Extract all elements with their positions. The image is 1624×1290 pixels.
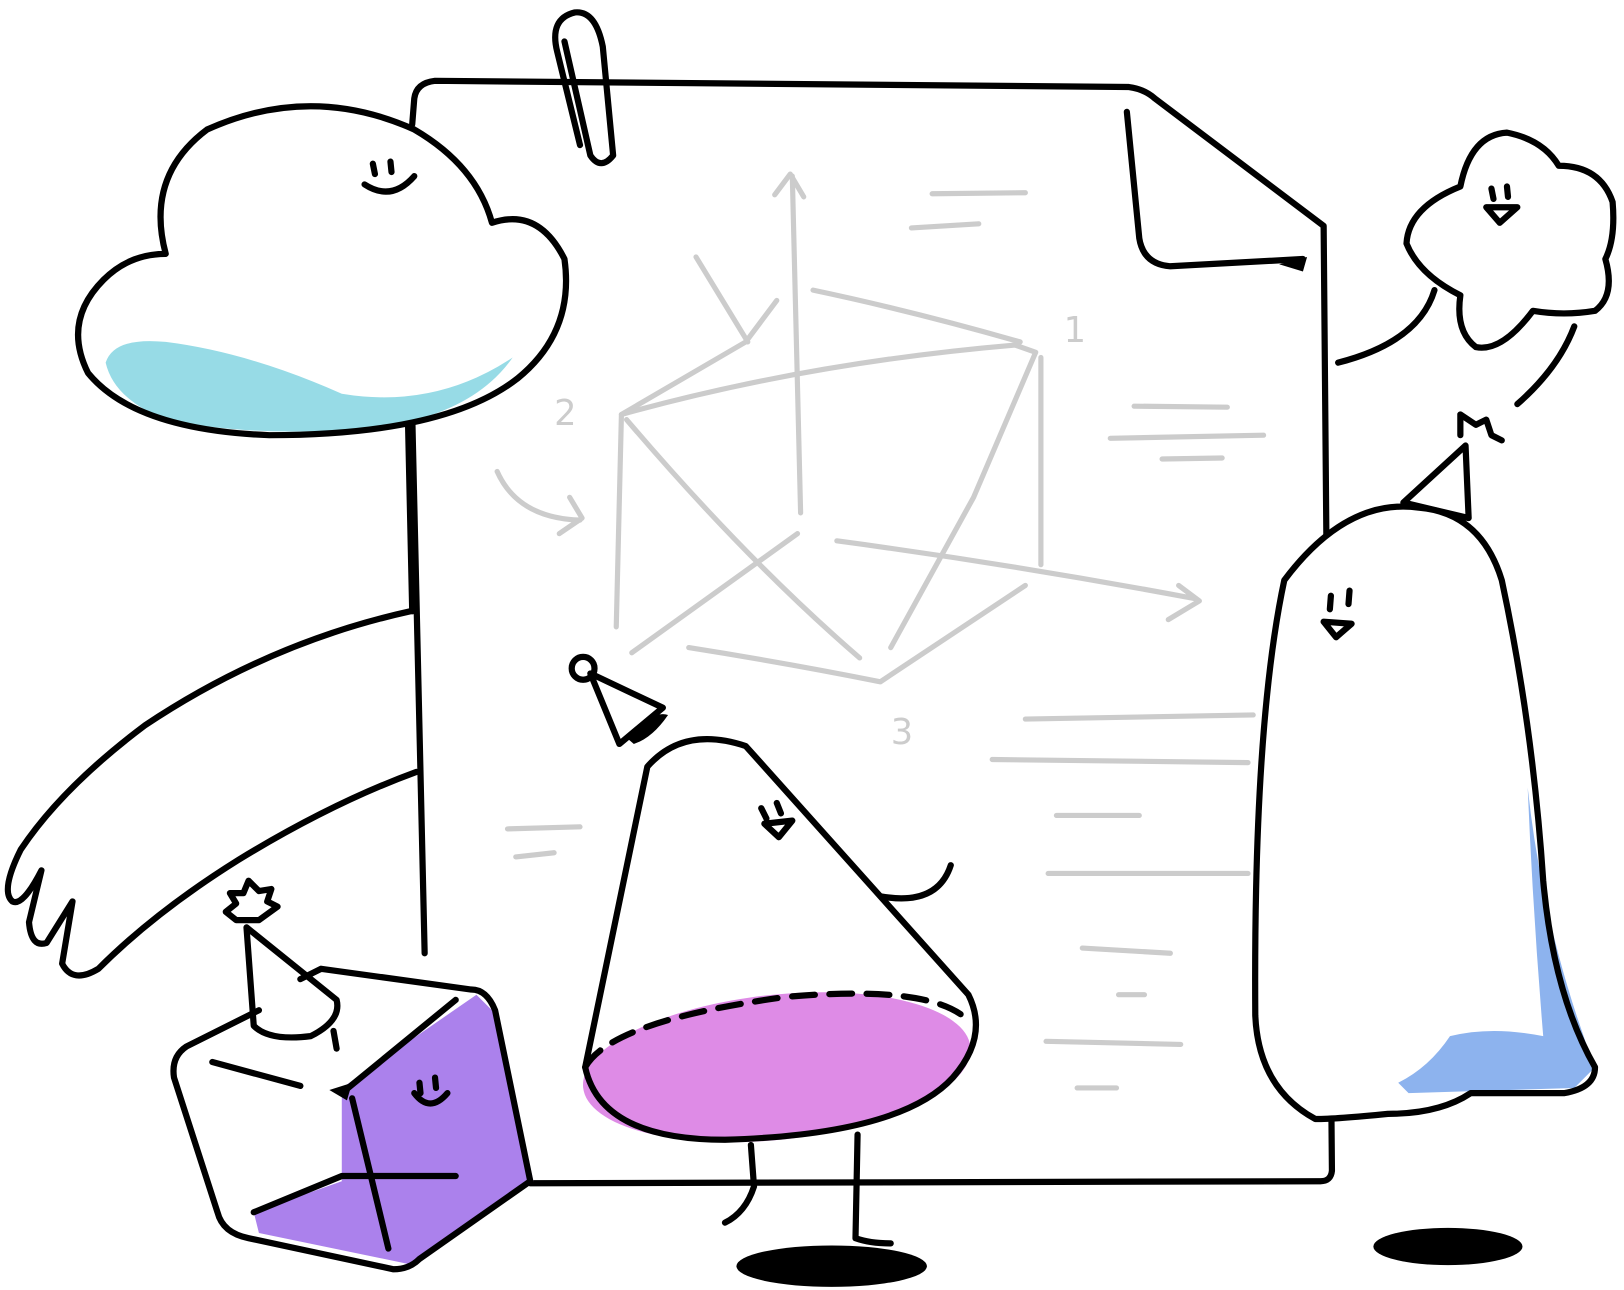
paper-sketch: 1 2 3 — [494, 171, 1267, 1091]
ghost-shadow — [1373, 1227, 1523, 1266]
sketch-label-2: 2 — [554, 393, 576, 434]
cube-character — [170, 877, 534, 1273]
paper-fold — [1123, 108, 1307, 270]
paper-document — [409, 77, 1336, 1187]
cloud-character — [75, 103, 570, 615]
sketch-label-1: 1 — [1064, 310, 1086, 351]
cone-shadow — [736, 1245, 927, 1287]
cone-character — [568, 653, 979, 1247]
cloud-arm — [4, 608, 420, 979]
sketch-label-3: 3 — [891, 712, 913, 753]
star-character — [1335, 129, 1617, 408]
ghost-character — [1252, 411, 1599, 1123]
paperclip-icon — [552, 9, 617, 167]
